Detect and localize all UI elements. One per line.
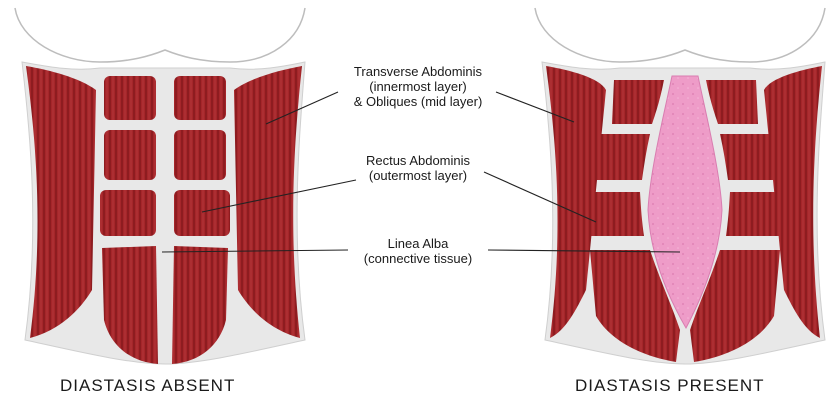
caption-diastasis-absent: DIASTASIS ABSENT (60, 376, 235, 396)
label-transverse-line3: & Obliques (mid layer) (330, 94, 506, 109)
label-transverse-line1: Transverse Abdominis (330, 64, 506, 79)
label-transverse-line2: (innermost layer) (330, 79, 506, 94)
caption-diastasis-present: DIASTASIS PRESENT (575, 376, 765, 396)
label-rectus-line2: (outermost layer) (340, 168, 496, 183)
label-transverse-obliques: Transverse Abdominis (innermost layer) &… (330, 64, 506, 109)
label-rectus-line1: Rectus Abdominis (340, 153, 496, 168)
ribcage-outline-left (15, 8, 305, 62)
torso-diastasis-absent (15, 8, 305, 364)
label-linea-alba: Linea Alba (connective tissue) (340, 236, 496, 266)
torso-diastasis-present (535, 8, 825, 364)
oblique-muscle-left-b (234, 66, 302, 338)
label-linea-line2: (connective tissue) (340, 251, 496, 266)
ribcage-outline-right (535, 8, 825, 62)
label-rectus-abdominis: Rectus Abdominis (outermost layer) (340, 153, 496, 183)
label-linea-line1: Linea Alba (340, 236, 496, 251)
